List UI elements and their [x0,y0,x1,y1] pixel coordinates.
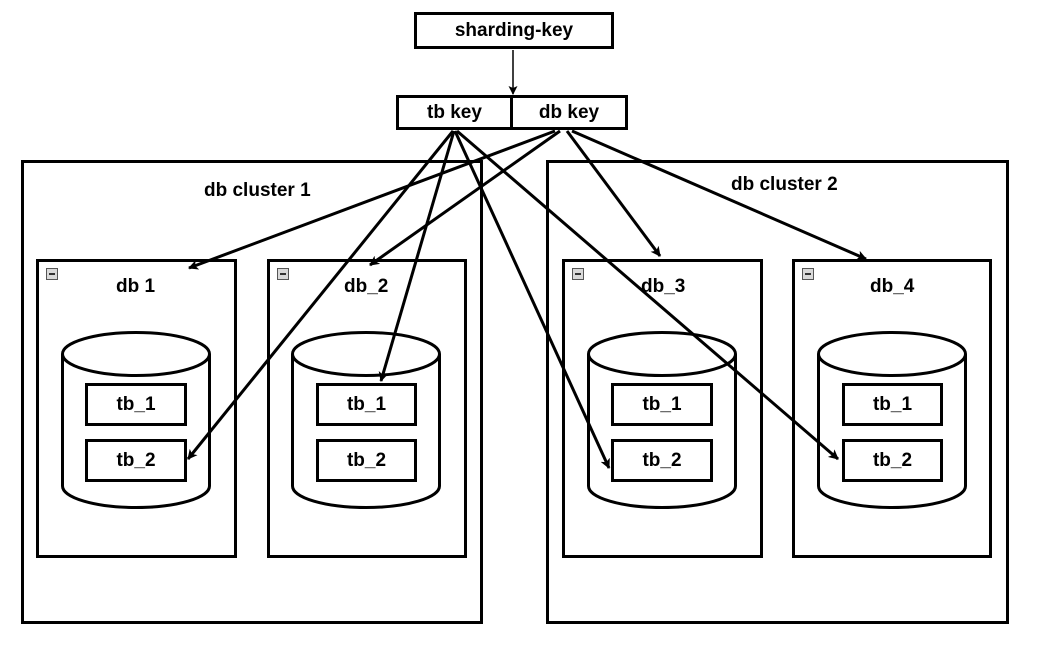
arrow-db-key-to-db-3 [565,130,662,257]
arrow-tb-key-to-db-3-tb-2 [453,130,611,469]
db-4-tb-1: tb_1 [842,383,943,426]
db-4-label: db_4 [870,276,915,297]
db-3-tb-1: tb_1 [611,383,713,426]
collapse-icon[interactable] [802,268,814,280]
db-2-tb-1: tb_1 [316,383,417,426]
arrow-db-key-to-db-4 [571,129,867,261]
arrow-tb-key-to-db-1-tb-2 [186,130,455,460]
collapse-icon[interactable] [46,268,58,280]
arrow-tb-key-to-db-2-tb-1 [378,130,456,382]
db-key-box: db key [510,95,628,130]
sharding-key-box: sharding-key [414,12,614,49]
db-cluster-2-label: db cluster 2 [731,174,838,195]
db-3-tb-2: tb_2 [611,439,713,482]
arrow-db-key-to-db-1 [188,129,556,270]
tb-key-box: tb key [396,95,513,130]
db-1-tb-2: tb_2 [85,439,187,482]
arrow-db-key-to-db-2 [369,129,561,267]
db-2-tb-2: tb_2 [316,439,417,482]
collapse-icon[interactable] [572,268,584,280]
collapse-icon[interactable] [277,268,289,280]
db-4-tb-2: tb_2 [842,439,943,482]
db-1-tb-1: tb_1 [85,383,187,426]
db-2-label: db_2 [344,276,389,297]
arrow-tb-key-to-db-4-tb-2 [456,129,839,461]
db-1-label: db 1 [116,276,156,297]
db-cluster-1-label: db cluster 1 [204,180,311,201]
db-3-label: db_3 [641,276,686,297]
